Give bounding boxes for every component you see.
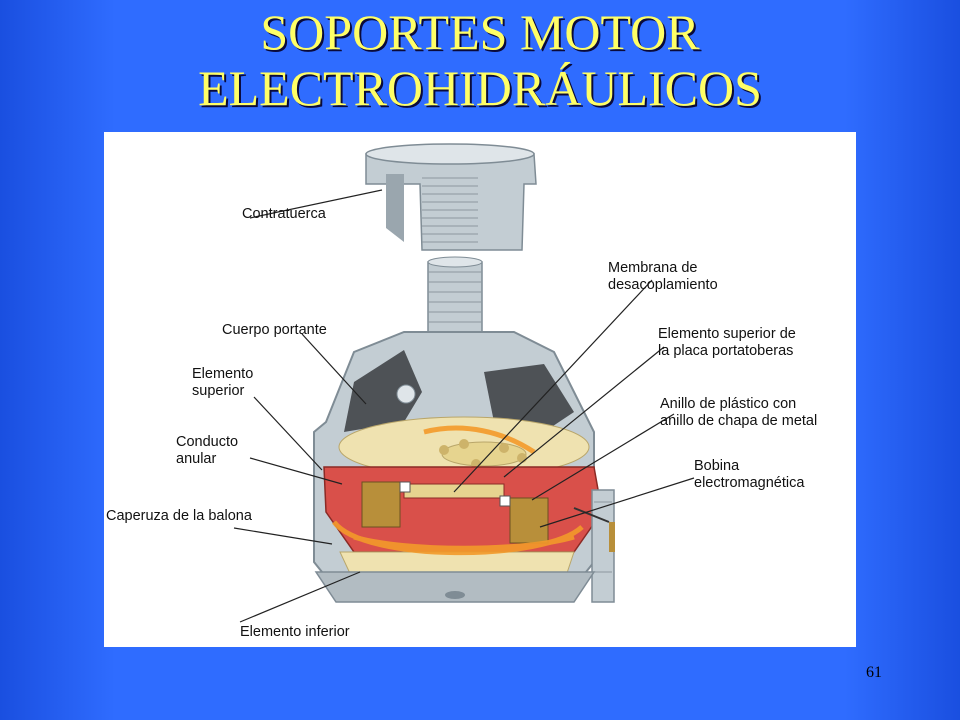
label-membrana-line1: Membrana de <box>608 260 698 276</box>
label-bobina-line1: Bobina <box>694 458 740 474</box>
label-conducto: Conducto anular <box>176 434 238 468</box>
leader-lines <box>233 189 695 623</box>
slide-title: SOPORTES MOTOR ELECTROHIDRÁULICOS <box>0 4 960 116</box>
label-anillo-line1: Anillo de plástico con <box>660 396 797 412</box>
label-caperuza: Caperuza de la balona <box>106 508 252 524</box>
label-elemento-superior: Elemento superior <box>192 366 253 400</box>
label-contratuerca: Contratuerca <box>242 206 326 222</box>
fluid-flow-arrows <box>332 425 584 556</box>
base-part <box>314 571 596 603</box>
label-cuerpo-portante: Cuerpo portante <box>222 322 327 338</box>
electrical-connector <box>573 489 615 603</box>
label-elemento-superior-placa: Elemento superior de la placa portatober… <box>658 326 796 360</box>
slide-title-line2: ELECTROHIDRÁULICOS <box>198 60 762 116</box>
label-membrana: Membrana de desacoplamiento <box>608 260 718 294</box>
label-elemento-superior-placa-line1: Elemento superior de <box>658 326 796 342</box>
label-membrana-line2: desacoplamiento <box>608 277 718 293</box>
page-number: 61 <box>866 664 882 681</box>
engine-mount-cutaway-illustration <box>233 143 695 623</box>
label-anillo-line2: anillo de chapa de metal <box>660 413 818 429</box>
label-elemento-superior-line2: superior <box>192 383 245 399</box>
contratuerca-part <box>365 143 537 251</box>
diagram-panel: Contratuerca Membrana de desacoplamiento… <box>104 132 856 647</box>
label-bobina: Bobina electromagnética <box>694 458 804 492</box>
label-conducto-line1: Conducto <box>176 434 239 450</box>
slide-title-line1: SOPORTES MOTOR <box>260 4 700 60</box>
label-elemento-superior-placa-line2: la placa portatoberas <box>658 343 794 359</box>
label-bobina-line2: electromagnética <box>694 475 805 491</box>
nozzle-plate <box>323 466 603 553</box>
label-conducto-line2: anular <box>176 451 217 467</box>
label-elemento-inferior: Elemento inferior <box>240 624 350 640</box>
label-elemento-superior-line1: Elemento <box>192 366 254 382</box>
label-anillo: Anillo de plástico con anillo de chapa d… <box>660 396 817 430</box>
